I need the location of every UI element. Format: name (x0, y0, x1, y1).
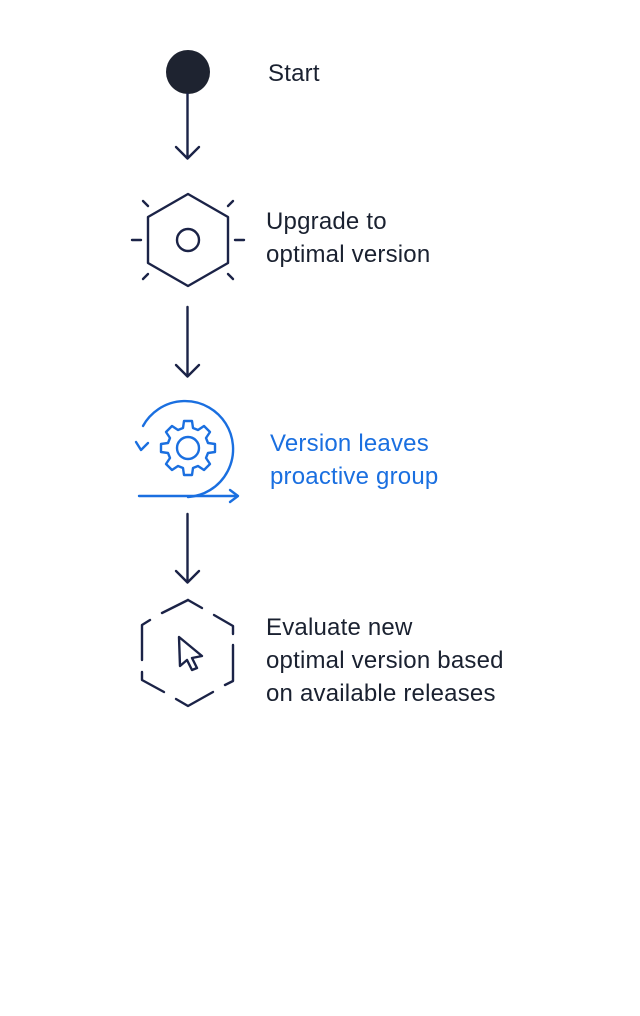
start-dot-icon (166, 50, 210, 94)
dashed-hexagon-cursor-icon (140, 598, 235, 708)
step-label-upgrade: Upgrade to optimal version (266, 205, 430, 271)
step-label-evaluate: Evaluate new optimal version based on av… (266, 611, 504, 710)
step-label-line: on available releases (266, 680, 496, 707)
step-label-line: optimal version based (266, 647, 504, 674)
connector-arrow-1 (174, 92, 201, 160)
step-label-start: Start (268, 57, 320, 90)
connector-arrow-3 (174, 512, 201, 584)
hexagon-sun-icon (130, 192, 246, 288)
step-label-line: Start (268, 60, 320, 87)
gear-cycle-icon (134, 399, 240, 504)
step-label-line: proactive group (270, 463, 439, 490)
step-label-line: optimal version (266, 241, 431, 268)
step-label-line: Version leaves (270, 430, 429, 457)
step-label-line: Evaluate new (266, 614, 413, 641)
connector-arrow-2 (174, 305, 201, 378)
step-label-leaves-group: Version leaves proactive group (270, 427, 438, 493)
step-label-line: Upgrade to (266, 208, 387, 235)
